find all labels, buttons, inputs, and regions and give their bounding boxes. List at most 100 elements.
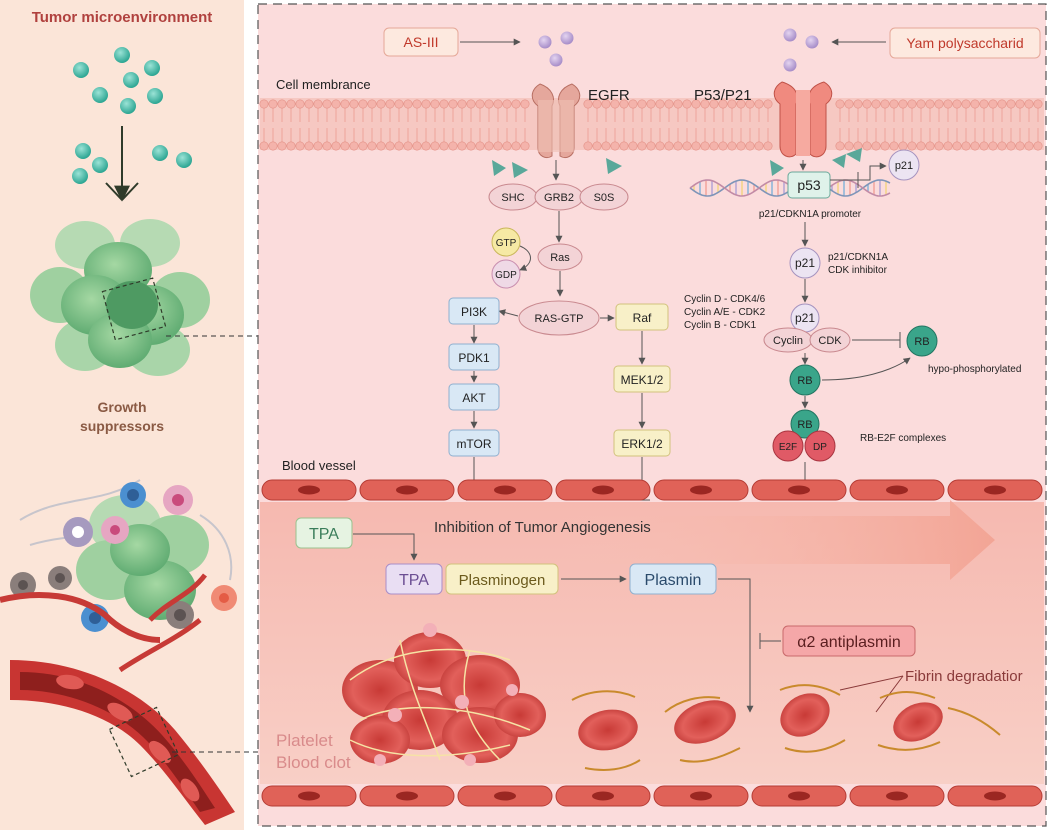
mek-label: MEK1/2 [621, 373, 664, 387]
gtp-gdp-arrow [519, 245, 531, 271]
akt-label: AKT [462, 391, 486, 405]
sos-label: S0S [594, 192, 615, 204]
plasmin-box [629, 563, 717, 595]
gdp-node [491, 259, 521, 289]
blood-clot-icon [342, 623, 546, 766]
p21-top-node [888, 149, 920, 181]
complexes-label: RB-E2F complexes [860, 433, 946, 444]
mtor-label: mTOR [456, 437, 491, 451]
ras-gtp-label: RAS-GTP [535, 313, 584, 325]
platelet-line2: Blood clot [276, 753, 351, 772]
p53p21-label: P53/P21 [694, 87, 752, 104]
p21-mid-node [789, 247, 821, 279]
gtp-label: GTP [496, 238, 517, 249]
p21-top-label: p21 [895, 160, 913, 172]
plasminogen-label: Plasminogen [459, 572, 546, 589]
gdp-label: GDP [495, 270, 517, 281]
ligand-triangles [492, 148, 862, 178]
platelet-line1: Platelet [276, 731, 333, 750]
main-panel-border [257, 3, 1047, 827]
dp-label: DP [813, 442, 827, 453]
gtp-node [491, 227, 521, 257]
tumor-vessel-illustration [0, 479, 237, 825]
tpa-arrow [353, 533, 418, 561]
p53-box [787, 171, 831, 199]
raf-label: Raf [633, 311, 652, 325]
plasminogen-box [445, 563, 559, 595]
endothelium-bottom [261, 785, 1043, 807]
raf-box [615, 303, 669, 331]
plasmin-arrow [718, 578, 754, 713]
e2f-label: E2F [779, 442, 797, 453]
pi3k-label: PI3K [461, 305, 487, 319]
red-blood-cells-icon [571, 684, 1001, 771]
rb-mid-node [789, 364, 821, 396]
left-panel-title: Tumor microenvironment [32, 9, 213, 26]
inhibition-label: Inhibition of Tumor Angiogenesis [434, 519, 651, 536]
erk-label: ERK1/2 [621, 437, 663, 451]
rb-mid-label: RB [797, 375, 812, 387]
cdk-label: CDK [818, 335, 842, 347]
adaptor-complex [488, 183, 629, 211]
antiplasmin-inhibit [759, 633, 781, 649]
tpa-box [385, 563, 443, 595]
mek-box [613, 365, 671, 393]
split-arrows [105, 182, 139, 201]
pi3k-box [448, 297, 500, 325]
akt-box [448, 383, 500, 411]
cdk-node [809, 327, 851, 353]
cdk-rb-inhibit [852, 332, 901, 348]
rb-right-node [906, 325, 938, 357]
ras-node [537, 243, 583, 271]
growth-label-line2: suppressors [80, 418, 164, 434]
rasgtp-pi3k-arrow [498, 309, 519, 317]
egfr-receptor-icon [531, 83, 581, 159]
cell-membrane [259, 98, 1044, 151]
cyclin-line3: Cyclin B - CDK1 [684, 320, 757, 331]
yam-box [889, 27, 1041, 59]
egfr-label: EGFR [588, 87, 630, 104]
pdk1-box [448, 343, 500, 371]
p21-mid-label: p21 [795, 256, 815, 270]
cyclin-label: Cyclin [773, 335, 803, 347]
antiplasmin-box [782, 625, 916, 657]
tpa-top-box [295, 517, 353, 549]
tumor-cluster-icon [30, 219, 210, 376]
mtor-box [448, 429, 500, 457]
erk-box [613, 429, 671, 457]
rb-low-label: RB [797, 419, 812, 431]
e2f-node [772, 430, 804, 462]
as3-label: AS-III [403, 34, 438, 50]
as3-molecules-icon [538, 31, 574, 67]
p21-complex-label: p21 [795, 311, 815, 325]
ras-gtp-node [518, 300, 600, 336]
antiplasmin-label: α2 antiplasmin [797, 634, 901, 651]
inhibitor-line2: CDK inhibitor [828, 265, 888, 276]
vessel-label: Blood vessel [282, 458, 356, 473]
plasmin-label: Plasmin [645, 572, 702, 589]
promoter-label: p21/CDKN1A promoter [759, 209, 862, 220]
flow-arrow-icon [560, 500, 995, 580]
rb-right-label: RB [914, 336, 929, 348]
shc-label: SHC [501, 192, 524, 204]
dp-node [804, 430, 836, 462]
as3-box [383, 27, 459, 57]
yam-label: Yam polysaccharid [906, 35, 1023, 51]
fibrin-label: Fibrin degradatior [905, 668, 1023, 685]
tpa-label: TPA [399, 572, 429, 589]
teal-molecules-top [72, 47, 192, 184]
hypo-label: hypo-phosphorylated [928, 364, 1021, 375]
yam-molecules-icon [783, 28, 819, 72]
rb-low-node [790, 409, 820, 439]
cyclin-line1: Cyclin D - CDK4/6 [684, 294, 766, 305]
inhibitor-line1: p21/CDKN1A [828, 252, 888, 263]
cyclin-line2: Cyclin A/E - CDK2 [684, 307, 766, 318]
rb-hypo-arrow [821, 357, 911, 381]
pdk1-label: PDK1 [458, 351, 490, 365]
ras-label: Ras [550, 252, 570, 264]
tpa-top-label: TPA [309, 526, 339, 543]
membrane-label: Cell membrance [276, 77, 371, 92]
p53-p21-arrow [830, 162, 887, 181]
growth-label-line1: Growth [98, 399, 147, 415]
